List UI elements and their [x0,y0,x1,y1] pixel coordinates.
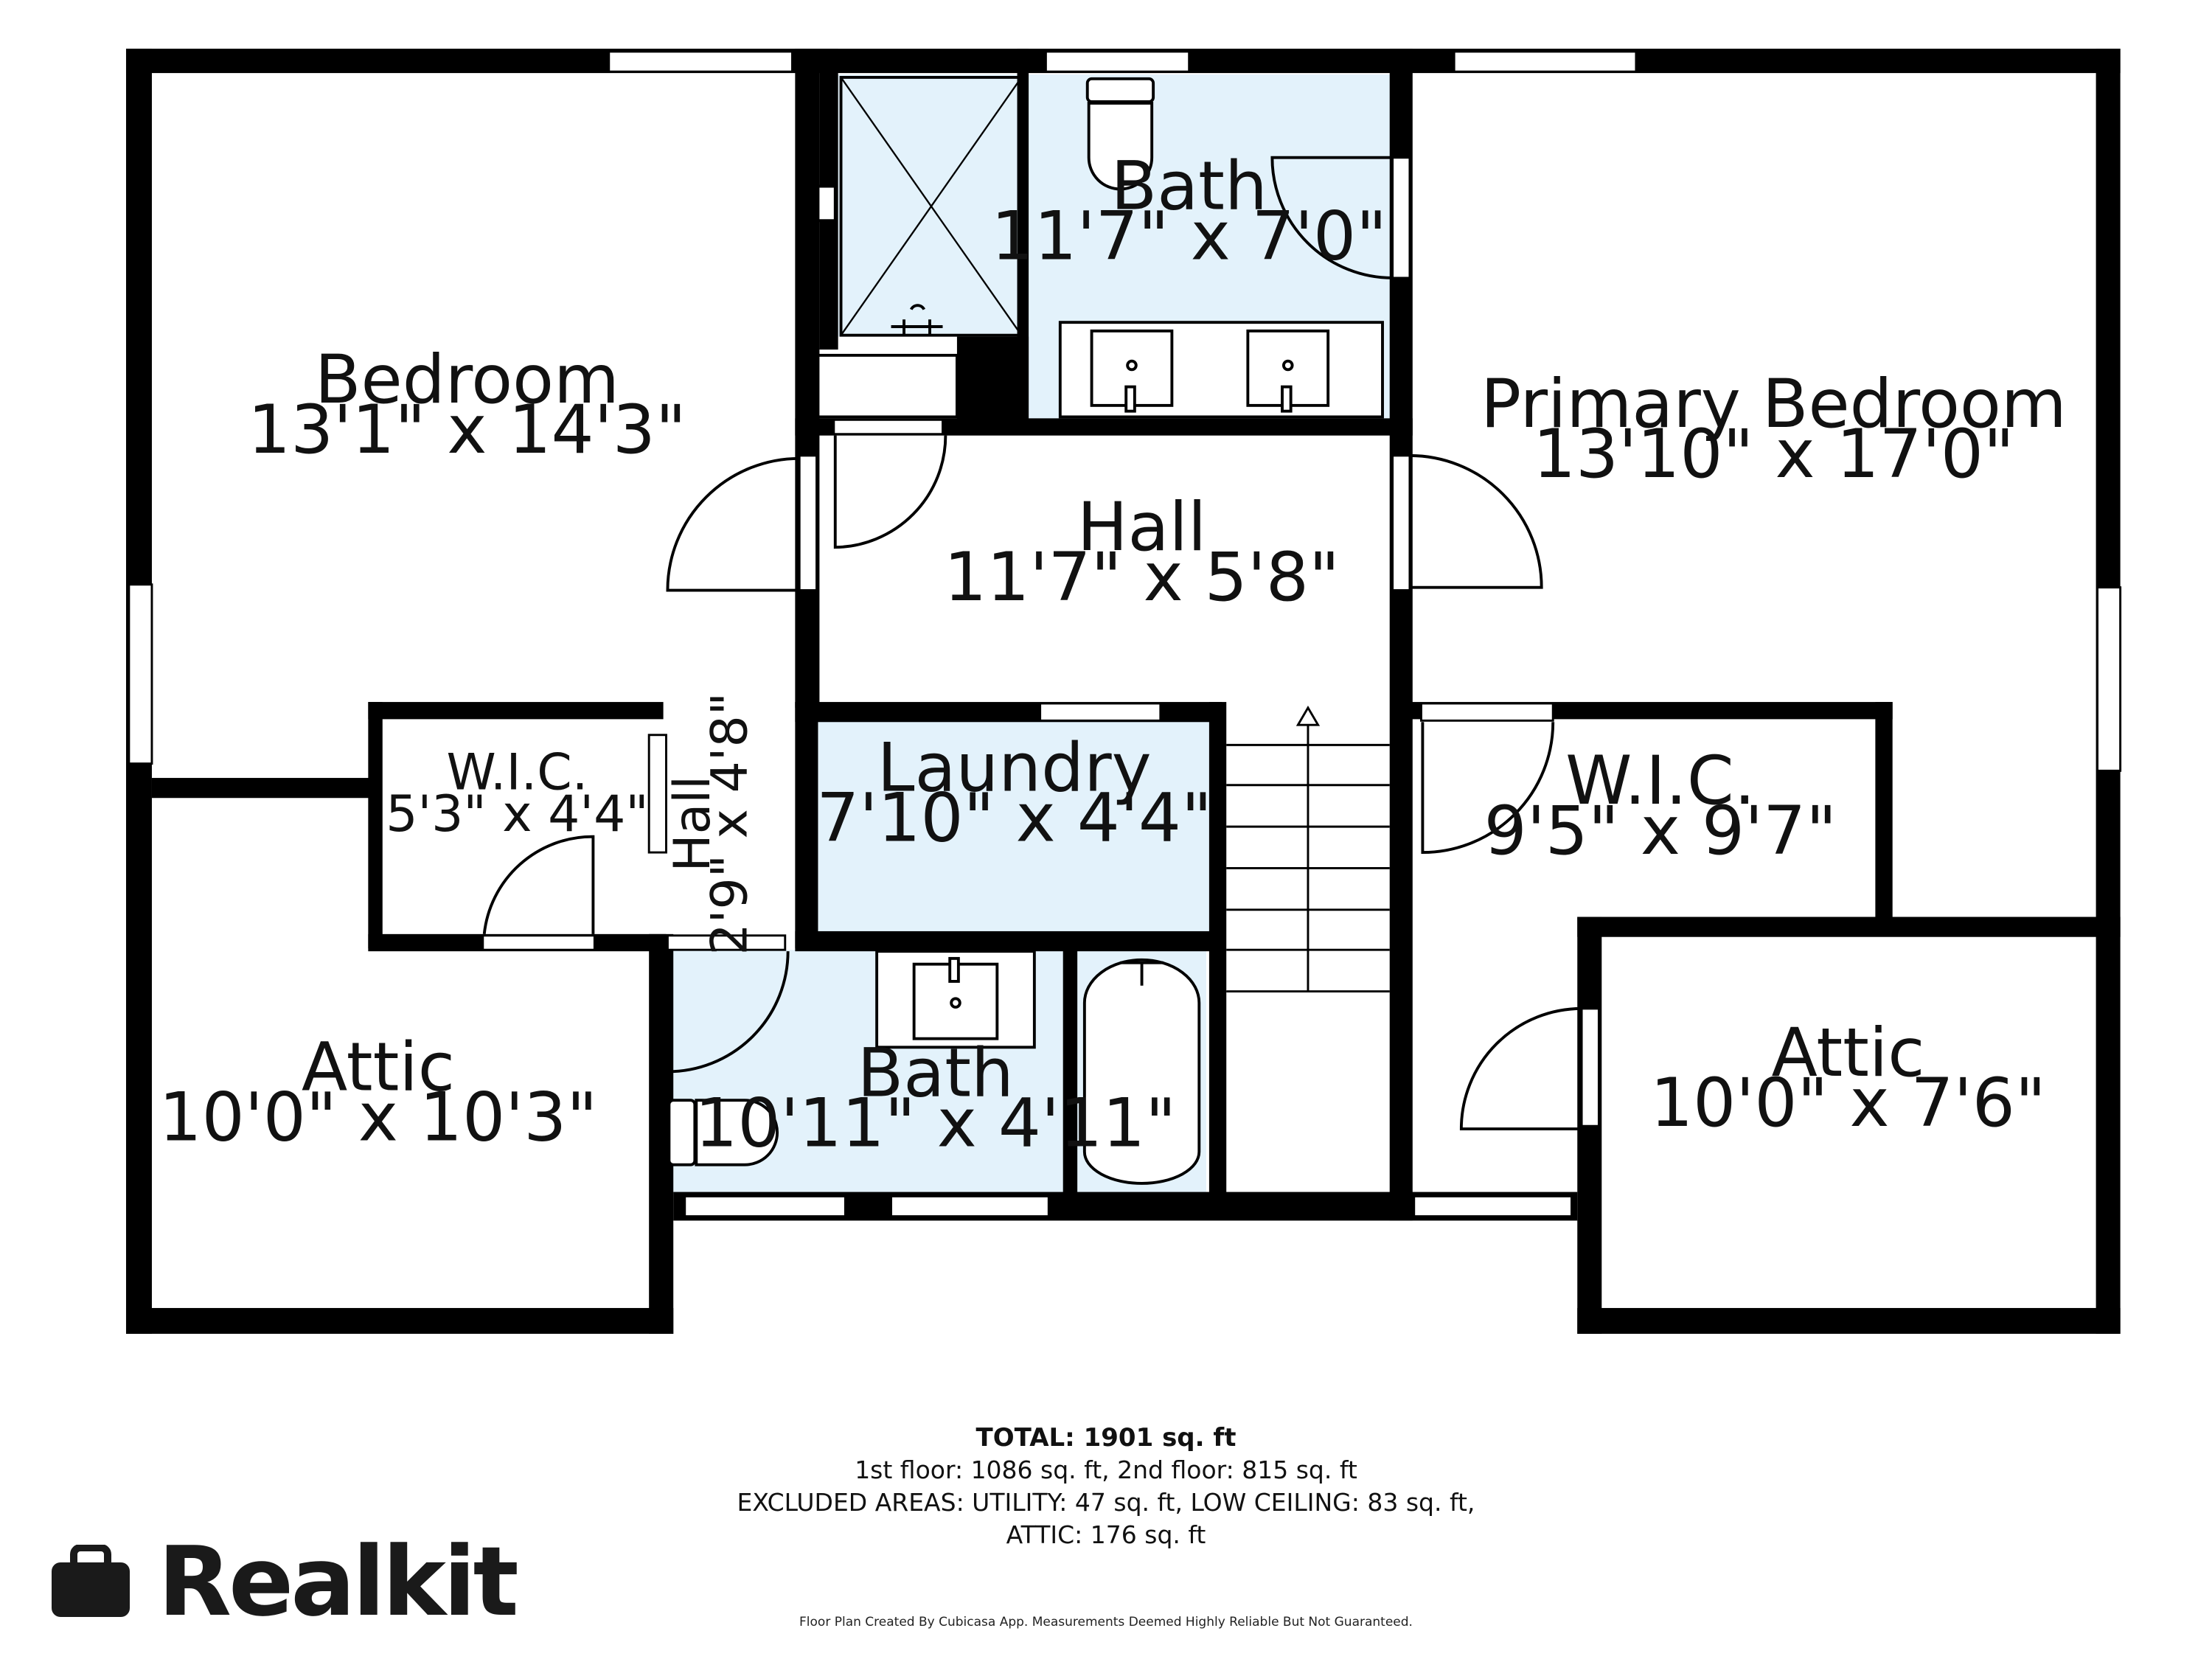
bathtub [1082,958,1201,1185]
svg-text:Hall: Hall [664,776,722,872]
svg-text:13'1" x 14'3": 13'1" x 14'3" [248,390,686,469]
room-label-bath-bottom: Bath 10'11" x 4'11" [695,1033,1176,1162]
svg-text:11'7" x 5'8": 11'7" x 5'8" [944,538,1340,616]
summary-floors: 1st floor: 1086 sq. ft, 2nd floor: 815 s… [855,1455,1357,1484]
room-label-wic-left: W.I.C. 5'3" x 4'4" [386,744,648,844]
svg-text:5'3" x 4'4": 5'3" x 4'4" [386,785,648,844]
svg-text:10'0" x 10'3": 10'0" x 10'3" [159,1078,598,1157]
disclaimer: Floor Plan Created By Cubicasa App. Meas… [799,1615,1413,1630]
room-label-hall-main: Hall 11'7" x 5'8" [944,487,1340,616]
svg-text:7'10" x 4'4": 7'10" x 4'4" [816,779,1212,858]
svg-text:Attic: Attic [302,1028,455,1107]
svg-text:10'11" x 4'11": 10'11" x 4'11" [695,1083,1176,1162]
room-label-primary-bedroom: Primary Bedroom 13'10" x 17'0" [1481,364,2067,493]
linen-shelf [816,353,959,419]
summary-total: TOTAL: 1901 sq. ft [975,1423,1237,1453]
door-openings [481,156,1600,1127]
svg-text:W.I.C.: W.I.C. [447,744,588,802]
windows [128,50,2122,1218]
svg-text:Attic: Attic [1771,1013,1924,1092]
svg-text:9'5" x 9'7": 9'5" x 9'7" [1484,791,1837,870]
summary-attic: ATTIC: 176 sq. ft [1006,1520,1206,1549]
brand-name: Realkit [158,1526,519,1638]
brand-logo: Realkit [50,1526,519,1638]
area-summary: TOTAL: 1901 sq. ft 1st floor: 1086 sq. f… [0,1422,2212,1551]
room-label-wic-right: W.I.C. 9'5" x 9'7" [1484,741,1837,870]
room-label-bedroom: Bedroom 13'1" x 14'3" [248,340,686,469]
summary-excluded: EXCLUDED AREAS: UTILITY: 47 sq. ft, LOW … [737,1488,1475,1517]
briefcase-icon [52,1545,130,1617]
stairs [1226,705,1390,993]
room-label-attic-right: Attic 10'0" x 7'6" [1650,1013,2046,1142]
svg-text:2'9" x 4'8": 2'9" x 4'8" [700,692,759,955]
shower [816,75,1023,337]
svg-text:Bedroom: Bedroom [315,340,619,419]
svg-text:Primary Bedroom: Primary Bedroom [1481,364,2067,443]
svg-text:Hall: Hall [1077,487,1206,566]
svg-text:10'0" x 7'6": 10'0" x 7'6" [1650,1063,2046,1142]
room-label-hall-small: Hall 2'9" x 4'8" [664,692,759,955]
room-label-bath-top: Bath 11'7" x 7'0" [991,147,1387,276]
svg-text:13'10" x 17'0": 13'10" x 17'0" [1533,414,2014,493]
svg-text:Laundry: Laundry [877,728,1152,807]
toilet-bottom [667,1099,779,1166]
svg-text:Bath: Bath [1111,147,1267,226]
svg-text:W.I.C.: W.I.C. [1565,741,1756,820]
door-swings [482,156,1582,1131]
vanity-single [875,950,1036,1049]
vanity-double [1058,321,1384,419]
toilet-top [1085,77,1155,191]
room-label-laundry: Laundry 7'10" x 4'4" [816,728,1212,858]
svg-text:Bath: Bath [858,1033,1014,1112]
svg-text:11'7" x 7'0": 11'7" x 7'0" [991,197,1387,276]
room-label-attic-left: Attic 10'0" x 10'3" [159,1028,598,1157]
